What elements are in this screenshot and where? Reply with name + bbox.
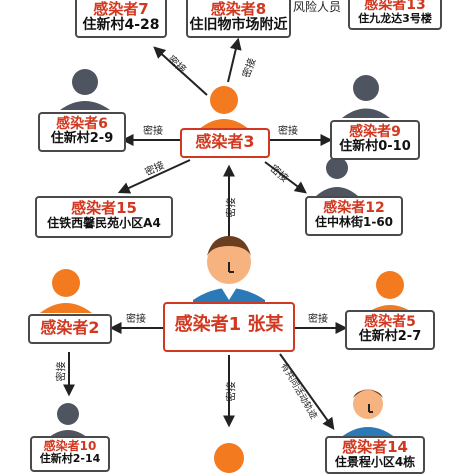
node-box-p7: 感染者7 住新村4-28	[75, 0, 167, 38]
node-label-p7: 感染者7	[93, 0, 149, 18]
node-box-p14: 感染者14 住景程小区4栋	[325, 436, 425, 474]
node-label-p9: 感染者9	[349, 124, 401, 140]
node-box-p2: 感染者2	[28, 314, 112, 344]
node-box-p15: 感染者15 住铁西馨民苑小区A4	[35, 196, 173, 238]
node-box-p13: 感染者13 住九龙达3号楼	[348, 0, 442, 30]
node-addr-p9: 住新村0-10	[339, 138, 411, 154]
node-box-p5: 感染者5 住新村2-7	[345, 310, 435, 350]
node-addr-p6: 住新村2-9	[50, 130, 114, 146]
node-addr-p5: 住新村2-7	[358, 328, 422, 344]
person-icon-p6	[60, 69, 110, 110]
node-addr-p15: 住铁西馨民苑小区A4	[47, 215, 161, 230]
person-icon-p14	[340, 389, 396, 438]
node-addr-p10: 住新村2-14	[39, 451, 101, 465]
node-label-p8: 感染者8	[210, 0, 267, 18]
node-addr-p13: 住九龙达3号楼	[358, 11, 432, 25]
node-addr-p7: 住新村4-28	[82, 16, 160, 33]
person-icon-bottom	[214, 443, 244, 473]
person-icon-p10	[48, 403, 88, 438]
edge-label-2-10: 密接	[56, 361, 68, 382]
person-icon-p9	[342, 75, 390, 118]
arrow-3-to-12	[264, 161, 307, 194]
node-label-p5: 感染者5	[364, 314, 416, 330]
node-label-p1: 感染者1 张某	[174, 314, 284, 335]
node-box-p8: 感染者8 住旧物市场附近	[186, 0, 291, 38]
node-label-p13: 感染者13	[364, 0, 426, 13]
node-box-p9: 感染者9 住新村0-10	[330, 120, 420, 160]
node-box-p1: 感染者1 张某	[163, 302, 295, 352]
node-label-p10: 感染者10	[43, 439, 97, 453]
person-icon-p2	[40, 269, 92, 313]
node-addr-p8: 住旧物市场附近	[189, 16, 288, 33]
arrow-3-to-15	[117, 159, 191, 194]
edge-label-1-5: 密接	[308, 314, 328, 325]
risk-note-p13: 风险人员	[293, 0, 342, 14]
node-box-p10: 感染者10 住新村2-14	[30, 436, 110, 472]
node-addr-p12: 住中林街1-60	[314, 214, 394, 229]
node-label-p12: 感染者12	[323, 200, 385, 216]
edge-label-3-9: 密接	[278, 126, 298, 137]
node-label-p2: 感染者2	[40, 318, 100, 337]
node-label-p3: 感染者3	[195, 132, 255, 151]
edge-label-1-2: 密接	[126, 314, 146, 325]
arrow-3-to-8	[227, 37, 242, 83]
person-icon-p1	[193, 236, 265, 302]
node-addr-p14: 住景程小区4栋	[334, 454, 416, 469]
node-box-p3: 感染者3	[180, 128, 270, 158]
person-icon-p12	[316, 157, 358, 196]
node-box-p12: 感染者12 住中林街1-60	[305, 196, 403, 236]
arrow-1-to-14	[279, 353, 335, 430]
arrow-3-to-7	[153, 46, 208, 96]
node-label-p14: 感染者14	[342, 438, 408, 456]
person-icon-p5	[364, 271, 416, 315]
node-label-p15: 感染者15	[71, 199, 137, 217]
edge-label-1-3: 密接	[226, 197, 238, 218]
node-label-p6: 感染者6	[56, 116, 108, 132]
edge-label-3-6: 密接	[143, 126, 163, 137]
edge-label-1-down: 密接	[226, 381, 238, 402]
node-box-p6: 感染者6 住新村2-9	[38, 112, 126, 152]
